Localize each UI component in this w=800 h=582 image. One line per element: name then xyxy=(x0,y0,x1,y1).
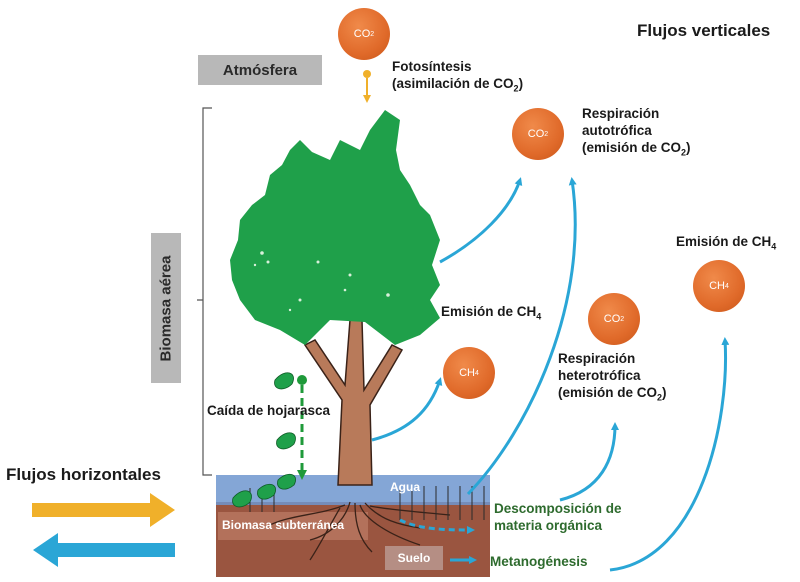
autotrophic-respiration-arrow xyxy=(439,177,523,264)
falling-leaf xyxy=(276,432,296,450)
biomass-above-text: Biomasa aérea xyxy=(157,255,175,361)
atmosphere-label: Atmósfera xyxy=(198,55,322,85)
horizontal-flow-arrow-in xyxy=(32,493,175,527)
decomposition-to-co2-arrow xyxy=(466,177,577,496)
diagram-title: Flujos verticales xyxy=(637,21,771,40)
heterotrophic-respiration-arrow xyxy=(559,422,619,502)
biomass-below-label: Biomasa subterránea xyxy=(222,518,345,532)
falling-leaf xyxy=(274,372,294,390)
falling-leaf xyxy=(232,490,252,508)
heterotrophic-respiration-label: Respiración heterotrófica (emisión de CO… xyxy=(558,351,667,403)
falling-leaf xyxy=(277,473,296,490)
litterfall-label: Caída de hojarasca xyxy=(207,403,331,418)
methanogenesis-to-ch4-arrow xyxy=(609,337,730,572)
biomass-above-label: Biomasa aérea xyxy=(151,233,181,383)
tree-canopy xyxy=(230,110,440,345)
methane-emission-right-label: Emisión de CH4 xyxy=(676,234,777,252)
horizontal-flow-arrow-out xyxy=(33,533,175,567)
falling-leaf xyxy=(257,483,276,500)
autotrophic-respiration-label: Respiración autotrófica (emisión de CO2) xyxy=(582,106,691,158)
water-label: Agua xyxy=(390,480,420,494)
methane-emission-left-label: Emisión de CH4 xyxy=(441,304,542,322)
soil-label: Suelo xyxy=(385,546,443,570)
canopy-highlights xyxy=(253,251,390,312)
roots xyxy=(269,501,451,561)
methane-emission-arrow-left xyxy=(371,377,443,442)
photosynthesis-label: Fotosíntesis (asimilación de CO2) xyxy=(392,59,524,94)
biomass-bracket xyxy=(197,107,212,476)
horizontal-flows-label: Flujos horizontales xyxy=(6,465,161,484)
decomposition-label: Descomposición de materia orgánica xyxy=(494,501,622,533)
photosynthesis-arrow-origin xyxy=(363,70,371,78)
litterfall-arrow-origin xyxy=(297,375,307,385)
methanogenesis-label: Metanogénesis xyxy=(490,554,588,569)
